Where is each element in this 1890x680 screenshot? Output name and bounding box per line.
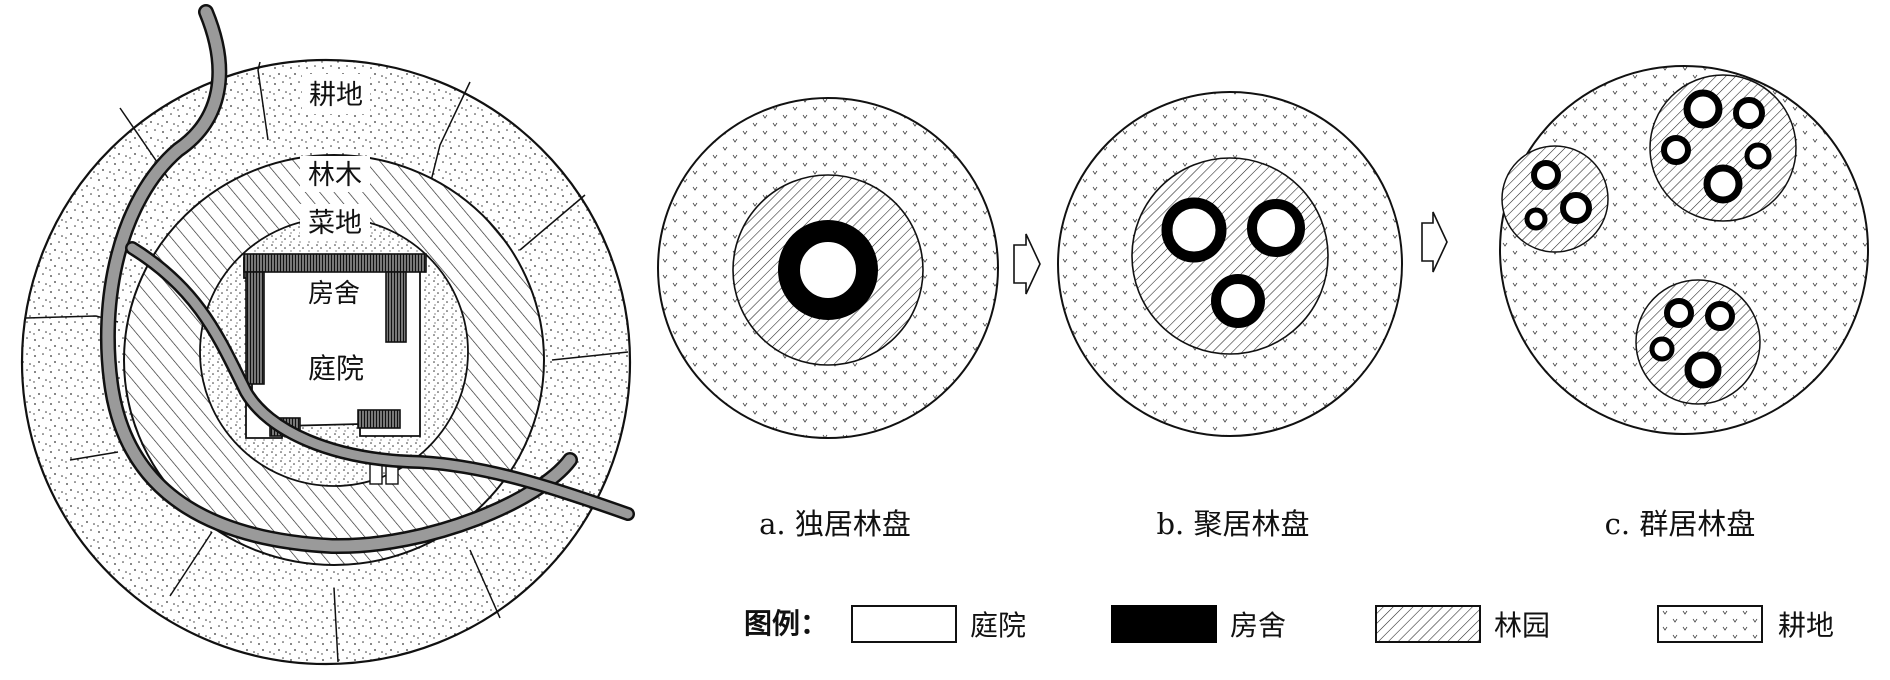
label-farmland: 耕地 [309,80,363,111]
panel-b-clustered-linpan [1057,91,1403,437]
legend-label-courtyard: 庭院 [970,609,1026,642]
legend-label-farmland: 耕地 [1778,609,1834,642]
legend-title: 图例： [744,607,828,640]
panel-a-isolated-linpan [657,97,999,439]
legend-swatch-forest [1375,605,1481,643]
legend-swatch-courtyard [851,605,957,643]
panel-c-cluster-2 [1649,74,1797,222]
legend-swatch-farmland [1657,605,1763,643]
panel-c-cluster-3 [1635,279,1761,405]
panel-b-house-2 [1247,199,1305,257]
arrow-b-to-c [1421,211,1448,273]
label-forest: 林木 [308,160,362,191]
caption-c: c. 群居林盘 [1605,507,1756,541]
arrow-a-to-b [1013,233,1041,295]
caption-b: b. 聚居林盘 [1156,507,1309,541]
left-linpan-diagram: 耕地 林木 菜地 房舍 庭院 [20,4,635,666]
label-house: 房舍 [308,279,360,309]
legend-label-house: 房舍 [1230,609,1286,642]
label-vegetable: 菜地 [308,208,362,239]
house-buildings [243,253,427,485]
roads [99,4,635,555]
label-courtyard: 庭院 [308,352,364,385]
legend-swatch-house [1111,605,1217,643]
panel-b-house-3 [1211,274,1265,328]
legend: 图例： 庭院 房舍 林园 耕地 [744,605,1834,643]
legend-label-forest: 林园 [1494,609,1550,642]
panel-b-house-1 [1161,197,1227,263]
panel-c-group-linpan [1499,65,1869,435]
zone-label-backgrounds [300,74,370,240]
panel-c-cluster-1 [1501,145,1609,253]
panel-a-house [778,220,878,320]
caption-a: a. 独居林盘 [759,507,911,541]
